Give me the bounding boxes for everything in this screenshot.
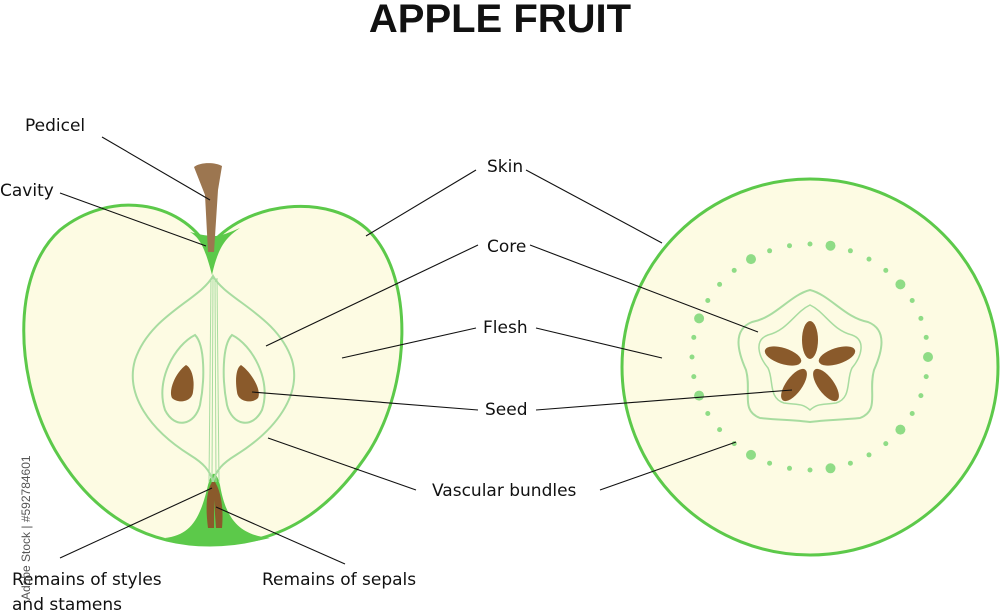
- label-remains-styles-line1: Remains of styles: [12, 570, 162, 590]
- label-skin: Skin: [487, 157, 523, 177]
- cross-seed-5: [764, 346, 802, 366]
- vascular-bundle-dot: [923, 334, 929, 340]
- cross-seed-4: [781, 368, 807, 402]
- leader-vascular-left: [267, 437, 417, 491]
- vascular-bundle-dot: [691, 374, 697, 380]
- vascular-bundle-dot: [918, 315, 924, 321]
- leader-core-left: [265, 244, 479, 347]
- cross-seed-2: [818, 346, 856, 366]
- leader-cavity: [59, 192, 207, 247]
- leader-skin-left: [365, 169, 477, 237]
- vascular-bundle-dot: [787, 465, 792, 471]
- diagram-title: APPLE FRUIT: [369, 0, 631, 41]
- label-remains-sepals: Remains of sepals: [262, 570, 416, 590]
- vascular-bundle-dot: [847, 248, 853, 254]
- vascular-bundle-dot: [705, 298, 711, 303]
- vascular-bundle-dot: [689, 354, 695, 360]
- vascular-bundle-dot: [767, 248, 773, 254]
- cross-seeds: [764, 321, 856, 402]
- vascular-bundle-dot: [746, 449, 756, 460]
- leader-flesh-left: [341, 327, 477, 359]
- vascular-bundle-dot: [767, 460, 773, 466]
- cross-seed-1: [802, 321, 818, 359]
- vascular-bundle-dot: [909, 298, 915, 303]
- leader-lines: [59, 136, 793, 565]
- vascular-bundle-dot: [909, 411, 915, 416]
- vascular-bundle-dot: [895, 424, 906, 435]
- cross-core-outer: [737, 288, 883, 424]
- vascular-bundle-dot: [883, 441, 889, 447]
- label-core: Core: [487, 237, 526, 257]
- vascular-bundle-dot: [717, 427, 723, 433]
- vascular-bundle-dot: [825, 240, 836, 251]
- vascular-bundle-dot: [807, 467, 813, 473]
- cross-section: [620, 177, 1000, 557]
- central-vascular-lines: [208, 277, 220, 483]
- label-pedicel: Pedicel: [25, 116, 85, 136]
- leader-flesh-right: [535, 327, 663, 359]
- vascular-bundle-dot: [866, 452, 872, 458]
- seed-left: [170, 365, 194, 402]
- vascular-bundle-dot: [825, 463, 836, 474]
- label-cavity: Cavity: [0, 181, 54, 201]
- vascular-bundle-dot: [923, 352, 933, 362]
- vascular-bundle-dot: [847, 460, 853, 466]
- leader-seed-right: [535, 389, 793, 411]
- vascular-bundle-dot: [918, 393, 924, 399]
- leader-seed-left: [251, 391, 479, 411]
- cavity-shape: [190, 228, 240, 275]
- remains-of-styles-shape: [206, 482, 223, 528]
- label-seed: Seed: [485, 400, 528, 420]
- vascular-bundle-dot: [746, 254, 756, 265]
- vascular-bundle-dot: [866, 256, 872, 262]
- vascular-bundle-dot: [694, 313, 705, 324]
- vascular-bundle-dot: [787, 243, 792, 249]
- leader-remains-sepals: [215, 506, 346, 565]
- labels: Pedicel Cavity Skin Core Flesh Seed Vasc…: [0, 116, 577, 614]
- vascular-bundle-dot: [895, 279, 906, 290]
- vascular-bundle-ring: [689, 240, 933, 474]
- vascular-bundle-dot: [807, 241, 813, 247]
- vascular-bundle-dot: [923, 374, 929, 380]
- vascular-bundle-dot: [883, 267, 889, 273]
- label-vascular-bundles: Vascular bundles: [432, 481, 577, 501]
- leader-core-right: [529, 244, 759, 333]
- vascular-bundle-dot: [731, 267, 737, 273]
- vascular-bundle-dot: [691, 334, 697, 340]
- pedicel-stem: [194, 163, 222, 252]
- vascular-bundle-dot: [694, 390, 705, 401]
- cross-seed-3: [813, 368, 839, 402]
- label-flesh: Flesh: [483, 318, 528, 338]
- leader-skin-right: [525, 169, 663, 244]
- longitudinal-section: [22, 163, 404, 547]
- label-remains-styles-line2: and stamens: [12, 595, 122, 614]
- leader-pedicel: [101, 136, 211, 201]
- leader-remains-styles: [59, 487, 213, 559]
- vascular-bundle-dot: [705, 411, 711, 416]
- stock-id-text: Adobe Stock | #592784601: [19, 455, 33, 600]
- vascular-bundle-dot: [717, 281, 723, 287]
- leader-vascular-right: [599, 441, 737, 491]
